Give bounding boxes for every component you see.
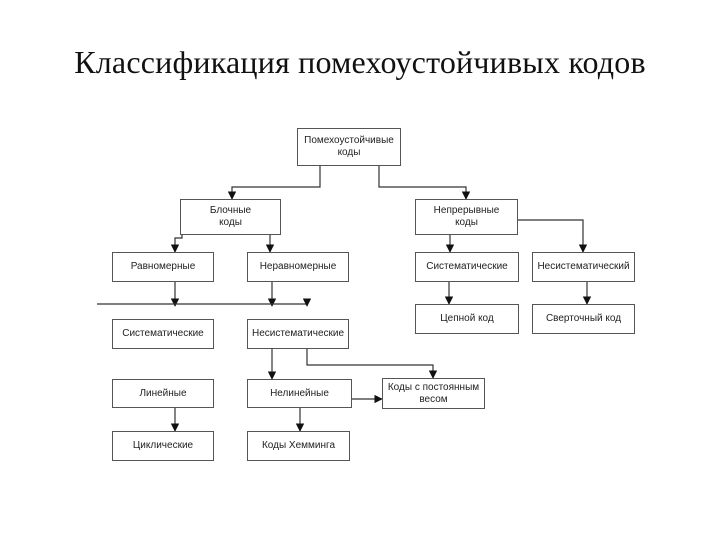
arrow-nonsystematic-to-constant-weight: [306, 349, 438, 379]
node-hamming: Коды Хемминга: [247, 431, 350, 461]
node-chain-code: Цепной код: [415, 304, 519, 334]
arrow-block-to-uniform: [170, 235, 183, 253]
page-title: Классификация помехоустойчивых кодов: [74, 44, 646, 80]
node-uniform: Равномерные: [112, 252, 214, 282]
node-cyclic: Циклические: [112, 431, 214, 461]
node-systematic-continuous: Систематические: [415, 252, 519, 282]
node-block-codes: Блочные коды: [180, 199, 281, 235]
node-nonuniform: Неравномерные: [247, 252, 349, 282]
arrow-continuous-to-nonsystematic: [518, 219, 588, 253]
node-root: Помехоустойчивые коды: [297, 128, 401, 166]
arrow-root-to-continuous: [378, 166, 471, 200]
node-constant-weight: Коды с постоянным весом: [382, 378, 485, 409]
loop-to-linear: [97, 298, 312, 307]
node-systematic-block: Систематические: [112, 319, 214, 349]
node-convolutional-code: Сверточный код: [532, 304, 635, 334]
node-nonsystematic-block: Несистематические: [247, 319, 349, 349]
node-nonlinear: Нелинейные: [247, 379, 352, 408]
node-nonsystematic-continuous: Несистематический: [532, 252, 635, 282]
arrow-root-to-block: [227, 166, 321, 200]
node-linear: Линейные: [112, 379, 214, 408]
node-continuous-codes: Непрерывные коды: [415, 199, 518, 235]
